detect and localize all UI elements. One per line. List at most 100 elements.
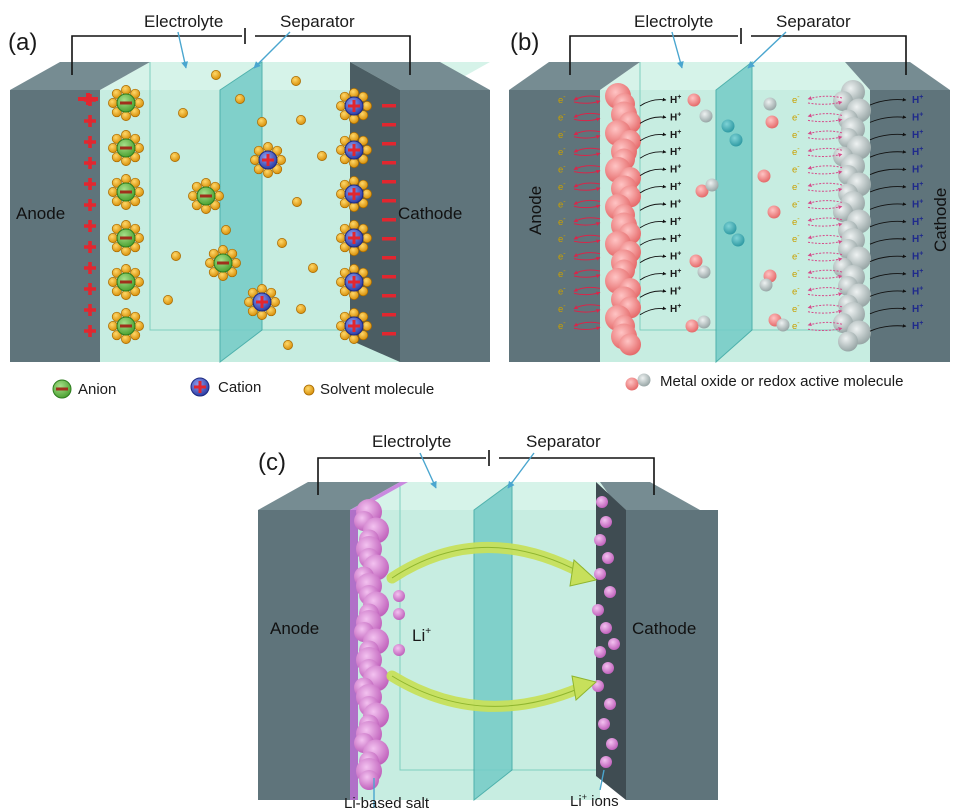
svg-text:e-: e- [792,303,800,315]
proton-arrow [869,254,907,263]
electrode-bracket-b [569,28,907,75]
li-ion-label-c: Li+ [412,626,431,645]
svg-text:H+: H+ [670,164,681,176]
cation [336,264,372,300]
li-ion [592,604,604,616]
electron-arrow [807,100,843,105]
anode-block-c [258,510,350,800]
separator-pointer-c [507,452,535,489]
anode-label-b: Anode [526,186,545,235]
solvent-molecule [111,223,122,234]
electron-arrow [573,217,601,223]
solvent-molecule [121,334,131,344]
solvent-molecule [211,70,221,80]
positive-charge [84,94,96,106]
cathode-top-c [600,482,700,510]
proton-arrow [869,289,907,297]
li-ion [600,756,612,768]
solvent-molecule [210,181,221,192]
electron-arrow [573,291,601,296]
solvent-molecule [201,204,211,214]
solvent-molecule [339,330,350,341]
separator-a [219,61,263,364]
li-ion [594,534,606,546]
solvent-molecule [362,101,372,111]
solvent-molecule [336,145,346,155]
proton-arrow [869,306,907,315]
redox-molecule [765,115,779,129]
redox-molecule [729,133,743,147]
svg-text:e-: e- [558,198,566,210]
solvent-molecule [134,233,144,243]
solvent-molecule [336,189,346,199]
anion [108,264,144,300]
li-ion [604,586,616,598]
solvent-molecule [111,267,122,278]
positive-charge [84,136,96,148]
legend-anion-label: Anion [78,381,116,398]
solvent-molecule [130,152,141,163]
li-salt-film-c [350,510,358,800]
solvent-molecule [263,142,273,152]
redox-molecule [695,184,709,198]
electron-arrow [807,118,843,123]
svg-text:e-: e- [558,233,566,245]
redox-molecule [697,265,711,279]
proton-arrow [869,115,907,123]
solvent-molecule [263,168,273,178]
solvent-molecule [358,223,369,234]
free-ions-a [163,70,327,350]
solvent-molecule [227,248,238,259]
solvent-molecule [108,277,118,287]
solvent-molecule [339,223,350,234]
svg-text:H+: H+ [912,181,923,193]
proton-arrow [639,202,667,211]
solvent-molecule [349,246,359,256]
svg-text:H+: H+ [670,216,681,228]
solvent-molecule [349,176,359,186]
svg-text:e-: e- [792,181,800,193]
ion-transfer-arrows-b: e-H+e-H+e-H+e-H+e-H+e-H+e-H+e-H+e-H+e-H+… [558,94,923,332]
proton-arrow [639,167,667,176]
solvent-molecule [221,225,231,235]
negative-charge [382,142,396,146]
positive-charge [84,283,96,295]
svg-text:H+: H+ [670,129,681,141]
solvent-molecule [111,177,122,188]
li-ion [393,608,405,620]
electron-arrow [573,117,601,122]
electron-arrow [573,135,601,139]
positive-charge [84,220,96,232]
separator-label-a: Separator [280,12,355,31]
solvent-molecule [130,133,141,144]
solvent-molecule [257,310,267,320]
electrolyte-pointer-b [671,31,684,69]
solvent-molecule [362,145,372,155]
solvent-molecule [111,133,122,144]
anode-top-c [258,482,400,510]
separator-c [473,481,513,802]
electron-arrow [573,309,601,313]
anion [108,174,144,210]
redox-molecule [763,97,777,111]
electron-arrow [573,234,601,240]
solvent-molecule [130,107,141,118]
solvent-molecule [134,187,144,197]
solvent-molecule [244,297,254,307]
solvent-molecule [349,334,359,344]
redox-molecule [757,169,771,183]
solvent-molecule [277,238,287,248]
solvent-molecule [130,177,141,188]
panel-b: e-H+e-H+e-H+e-H+e-H+e-H+e-H+e-H+e-H+e-H+… [509,12,950,391]
svg-text:H+: H+ [912,251,923,263]
solvent-molecule [336,277,346,287]
solvent-molecule [121,85,131,95]
cathode-label-b: Cathode [931,188,950,252]
proton-arrow [869,324,907,332]
svg-text:H+: H+ [670,268,681,280]
solvent-molecule [111,242,122,253]
svg-text:e-: e- [792,146,800,158]
solvent-molecule [292,197,302,207]
li-ions-cathode-c [592,496,620,768]
solvent-molecule [339,311,350,322]
